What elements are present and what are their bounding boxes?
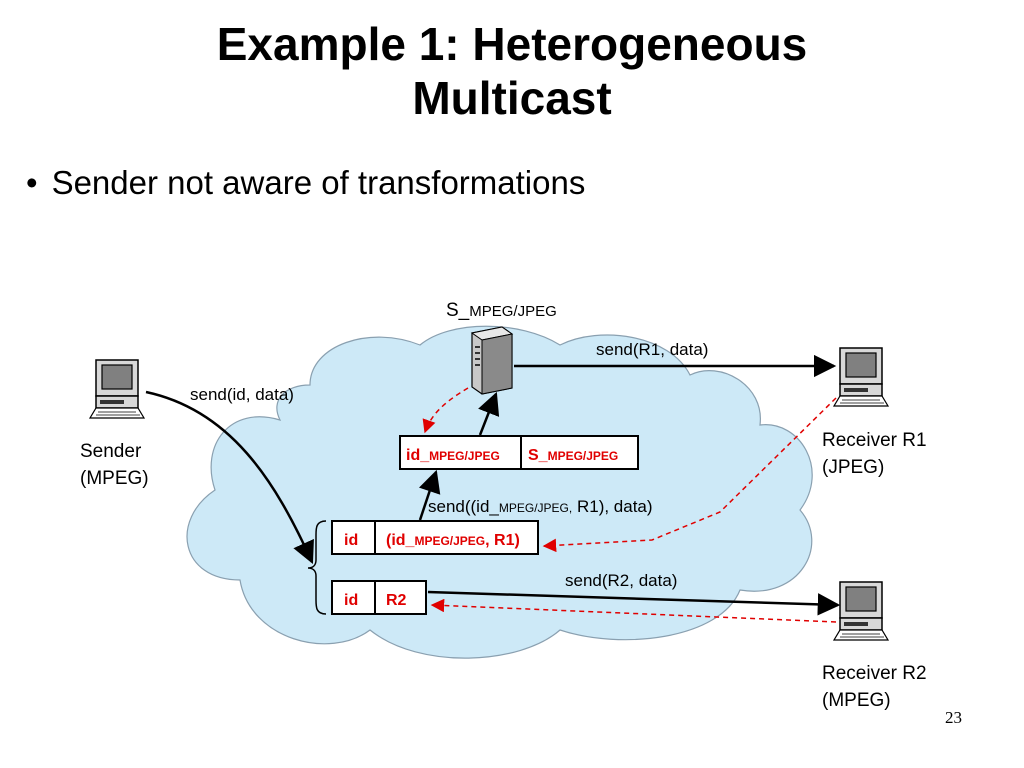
receiver-r2-computer-icon — [833, 581, 889, 641]
dashed-arrow-r1-to-row — [542, 397, 837, 553]
arrow-table-to-server-row — [418, 469, 441, 521]
send-id-label: send(id, data) — [190, 385, 294, 404]
r1-row-cell2: (id_MPEG/JPEG, R1) — [386, 532, 520, 549]
sender-computer-icon — [89, 359, 145, 419]
server-icon — [470, 326, 514, 395]
r2-row-cell1: id — [344, 592, 358, 609]
send-r2-label: send(R2, data) — [565, 571, 677, 590]
bullet-icon: • — [26, 164, 38, 201]
network-cloud — [186, 325, 813, 659]
sender-format-label: (MPEG) — [80, 468, 149, 489]
receiver-r2-label: Receiver R2 — [822, 663, 927, 684]
dashed-arrow-r2-to-row — [430, 598, 837, 623]
server-label: S_MPEG/JPEG — [446, 300, 557, 321]
receiver-r2-format-label: (MPEG) — [822, 690, 891, 711]
dashed-arrow-server-to-table — [422, 387, 469, 434]
server-row-cell2: S_MPEG/JPEG — [528, 447, 618, 464]
group-brace — [307, 520, 327, 615]
receiver-r1-label: Receiver R1 — [822, 430, 927, 451]
arrow-sender-to-table — [145, 390, 314, 565]
r2-row-cell2: R2 — [386, 592, 407, 609]
receiver-r1-computer-icon — [833, 347, 889, 407]
server-row-table: id_MPEG/JPEG S_MPEG/JPEG — [399, 435, 639, 470]
page-number: 23 — [945, 708, 962, 727]
sender-label: Sender — [80, 441, 142, 462]
arrow-row-to-server — [478, 391, 500, 436]
r1-row-table: id (id_MPEG/JPEG, R1) — [331, 520, 539, 555]
r1-row-cell1: id — [344, 532, 358, 549]
slide-title-line2: Multicast — [412, 72, 612, 124]
slide-title-line1: Example 1: Heterogeneous — [216, 18, 808, 70]
send-r1-label: send(R1, data) — [596, 340, 708, 359]
bullet-point: • Sender not aware of transformations — [26, 164, 585, 202]
r2-row-table: id R2 — [331, 580, 427, 615]
send-transformed-label: send((id_MPEG/JPEG, R1), data) — [428, 497, 653, 516]
arrow-r2-row-to-r2 — [427, 590, 841, 616]
server-row-cell1: id_MPEG/JPEG — [406, 447, 500, 464]
receiver-r1-format-label: (JPEG) — [822, 457, 884, 478]
bullet-text: Sender not aware of transformations — [51, 164, 586, 201]
